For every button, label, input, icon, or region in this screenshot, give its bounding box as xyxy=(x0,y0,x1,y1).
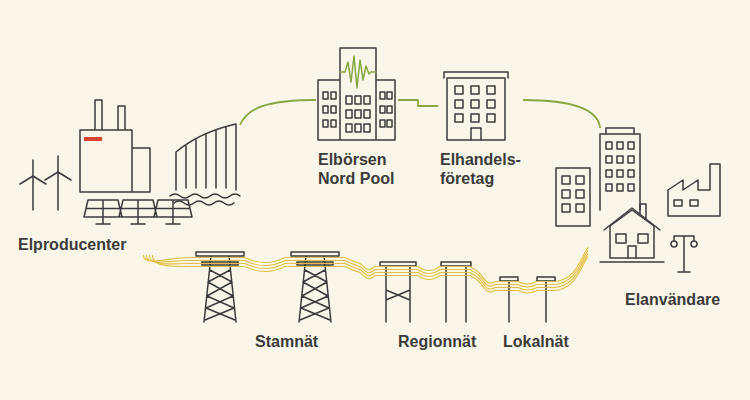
power-wire xyxy=(495,282,553,294)
power-wire xyxy=(143,255,188,267)
power-wire xyxy=(375,267,475,280)
regional-grid: Regionnät xyxy=(375,262,475,350)
exchange-node: Elbörsen Nord Pool xyxy=(316,46,398,188)
trade-line xyxy=(398,100,438,106)
retailer-node: Elhandels- företag xyxy=(438,70,523,188)
power-wire xyxy=(188,258,360,273)
node-label: Stamnät xyxy=(255,332,318,351)
node-label: Elanvändare xyxy=(625,290,720,309)
building-windows xyxy=(323,92,392,132)
node-label: Regionnät xyxy=(398,332,476,351)
producer-group: Elproducenter xyxy=(12,92,240,255)
price-wave xyxy=(340,56,376,88)
street-lamp xyxy=(671,236,697,272)
trade-line xyxy=(240,100,316,125)
power-plant xyxy=(80,100,150,192)
exchange-building xyxy=(318,48,395,140)
building-windows xyxy=(455,86,495,140)
hydro-dam xyxy=(176,124,236,190)
node-label: Elproducenter xyxy=(18,235,126,254)
icon-group xyxy=(20,48,720,322)
factory xyxy=(668,164,720,216)
node-label: Lokalnät xyxy=(503,332,569,351)
plant-label xyxy=(84,137,102,141)
node-label: Elhandels- företag xyxy=(440,150,524,188)
local-grid: Lokalnät xyxy=(495,278,553,350)
consumer-group: Elanvändare xyxy=(588,128,725,310)
power-wire xyxy=(360,264,375,279)
trade-line xyxy=(523,100,600,128)
power-wire xyxy=(475,270,495,293)
regional-pole xyxy=(380,262,471,322)
solar-panel xyxy=(84,200,192,224)
house-details xyxy=(600,204,664,262)
retailer-building xyxy=(444,72,508,140)
tower-building xyxy=(600,128,640,210)
wind-turbine xyxy=(20,156,71,210)
transmission-grid: Stamnät xyxy=(188,248,360,350)
office-building xyxy=(556,168,590,226)
wire-group xyxy=(188,258,553,294)
power-wire xyxy=(553,247,588,290)
node-label: Elbörsen Nord Pool xyxy=(318,150,398,188)
